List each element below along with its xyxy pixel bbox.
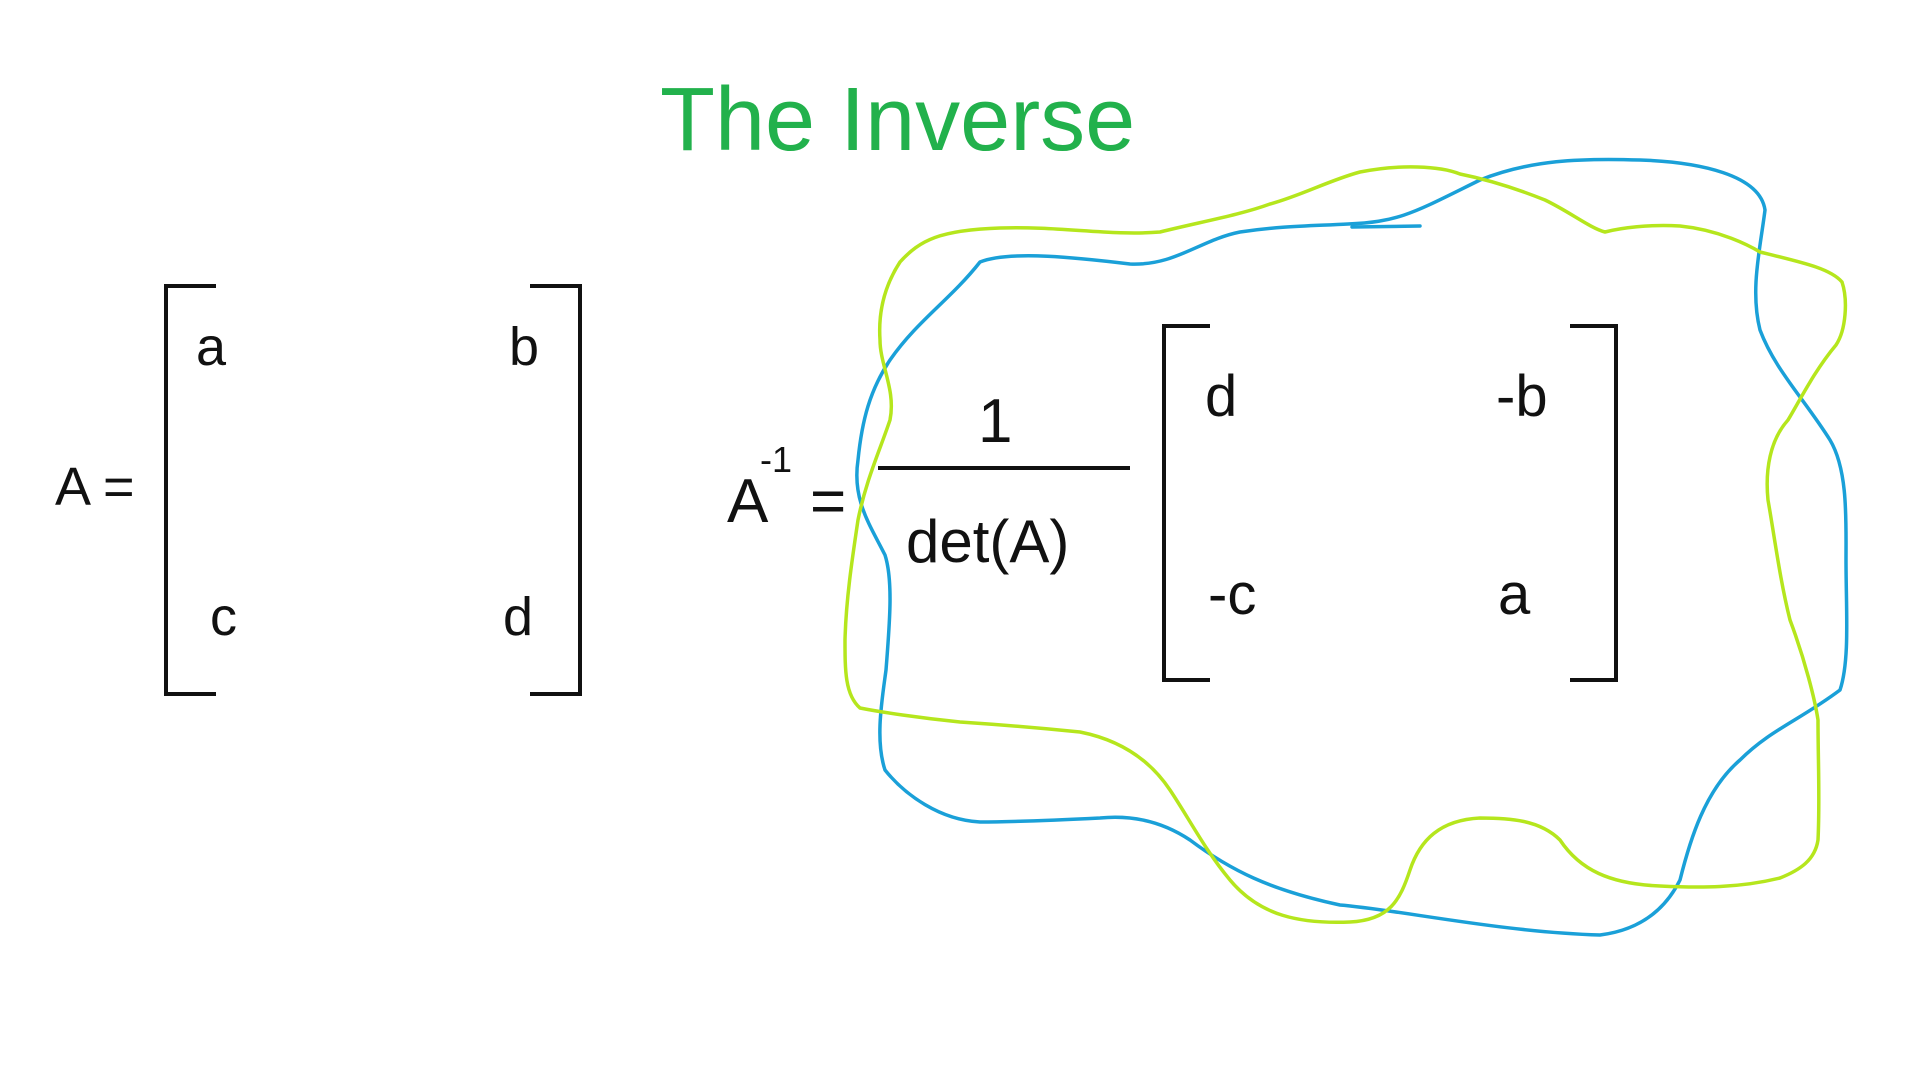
- inverse-label-exponent: -1: [760, 439, 792, 480]
- diagram-title: The Inverse: [660, 70, 1135, 170]
- inverse-cell-d: d: [1205, 364, 1237, 429]
- inverse-equals: =: [810, 467, 846, 536]
- matrix-a-cell-b: b: [509, 317, 539, 377]
- inverse-label-base: A: [727, 467, 769, 536]
- inverse-cell-neg-b: -b: [1496, 364, 1548, 429]
- matrix-a-cell-c: c: [210, 587, 237, 647]
- matrix-a-cell-d: d: [503, 587, 533, 647]
- inverse-cell-a: a: [1498, 562, 1531, 627]
- fraction-numerator: 1: [978, 387, 1012, 456]
- blue-scribble-tail: [1350, 224, 1422, 229]
- blue-scribble: [855, 157, 1849, 937]
- inverse-left-bracket: [1162, 324, 1210, 682]
- matrix-a-label: A =: [55, 457, 135, 517]
- matrix-a-cell-a: a: [196, 317, 227, 377]
- matrix-a: A = a b c d: [55, 284, 582, 696]
- fraction-denominator: det(A): [906, 508, 1069, 575]
- inverse-right-bracket: [1570, 324, 1618, 682]
- green-scribble: [843, 165, 1848, 925]
- matrix-a-left-bracket: [164, 284, 216, 696]
- inverse-formula: A -1 = 1 det(A) d -b -c a: [727, 324, 1618, 682]
- matrix-a-right-bracket: [530, 284, 582, 696]
- inverse-cell-neg-c: -c: [1208, 562, 1256, 627]
